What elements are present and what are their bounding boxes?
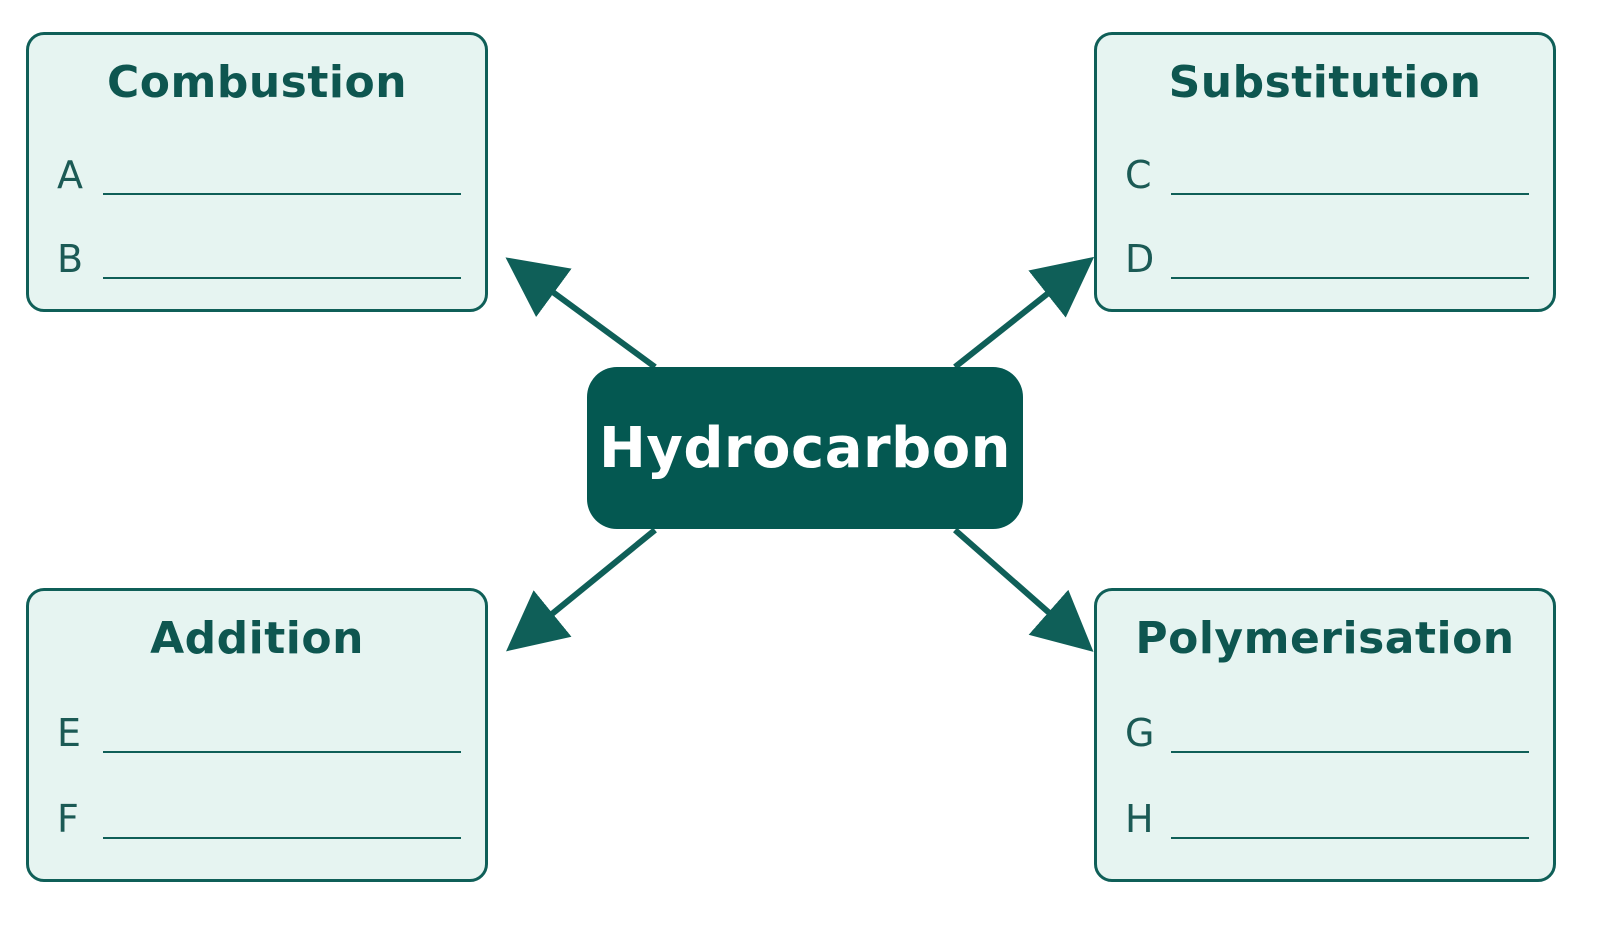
line-label-h: H bbox=[1125, 797, 1154, 841]
blank-line-d[interactable] bbox=[1171, 277, 1529, 279]
line-label-a: A bbox=[57, 153, 83, 197]
line-label-d: D bbox=[1125, 237, 1155, 281]
blank-line-e[interactable] bbox=[103, 751, 461, 753]
combustion-box: Combustion A B bbox=[26, 32, 488, 312]
polymerisation-title: Polymerisation bbox=[1135, 613, 1515, 664]
addition-title: Addition bbox=[150, 613, 364, 664]
blank-line-h[interactable] bbox=[1171, 837, 1529, 839]
blank-line-b[interactable] bbox=[103, 277, 461, 279]
line-label-f: F bbox=[57, 797, 79, 841]
hydrocarbon-node: Hydrocarbon bbox=[587, 367, 1023, 529]
substitution-title: Substitution bbox=[1168, 57, 1482, 108]
line-label-e: E bbox=[57, 711, 82, 755]
answer-line-h[interactable]: H bbox=[1125, 797, 1529, 841]
line-label-c: C bbox=[1125, 153, 1152, 197]
substitution-box: Substitution C D bbox=[1094, 32, 1556, 312]
arrow-to-combustion bbox=[505, 257, 657, 370]
answer-line-g[interactable]: G bbox=[1125, 711, 1529, 755]
hydrocarbon-label: Hydrocarbon bbox=[598, 415, 1012, 481]
arrow-to-addition bbox=[506, 527, 657, 652]
arrow-to-polymerisation bbox=[953, 527, 1094, 652]
answer-line-f[interactable]: F bbox=[57, 797, 461, 841]
line-label-g: G bbox=[1125, 711, 1155, 755]
blank-line-a[interactable] bbox=[103, 193, 461, 195]
answer-line-c[interactable]: C bbox=[1125, 153, 1529, 197]
arrow-to-substitution bbox=[953, 256, 1095, 370]
line-label-b: B bbox=[57, 237, 84, 281]
answer-line-a[interactable]: A bbox=[57, 153, 461, 197]
blank-line-g[interactable] bbox=[1171, 751, 1529, 753]
answer-line-d[interactable]: D bbox=[1125, 237, 1529, 281]
blank-line-f[interactable] bbox=[103, 837, 461, 839]
answer-line-e[interactable]: E bbox=[57, 711, 461, 755]
combustion-title: Combustion bbox=[106, 57, 408, 108]
addition-box: Addition E F bbox=[26, 588, 488, 882]
polymerisation-box: Polymerisation G H bbox=[1094, 588, 1556, 882]
blank-line-c[interactable] bbox=[1171, 193, 1529, 195]
answer-line-b[interactable]: B bbox=[57, 237, 461, 281]
